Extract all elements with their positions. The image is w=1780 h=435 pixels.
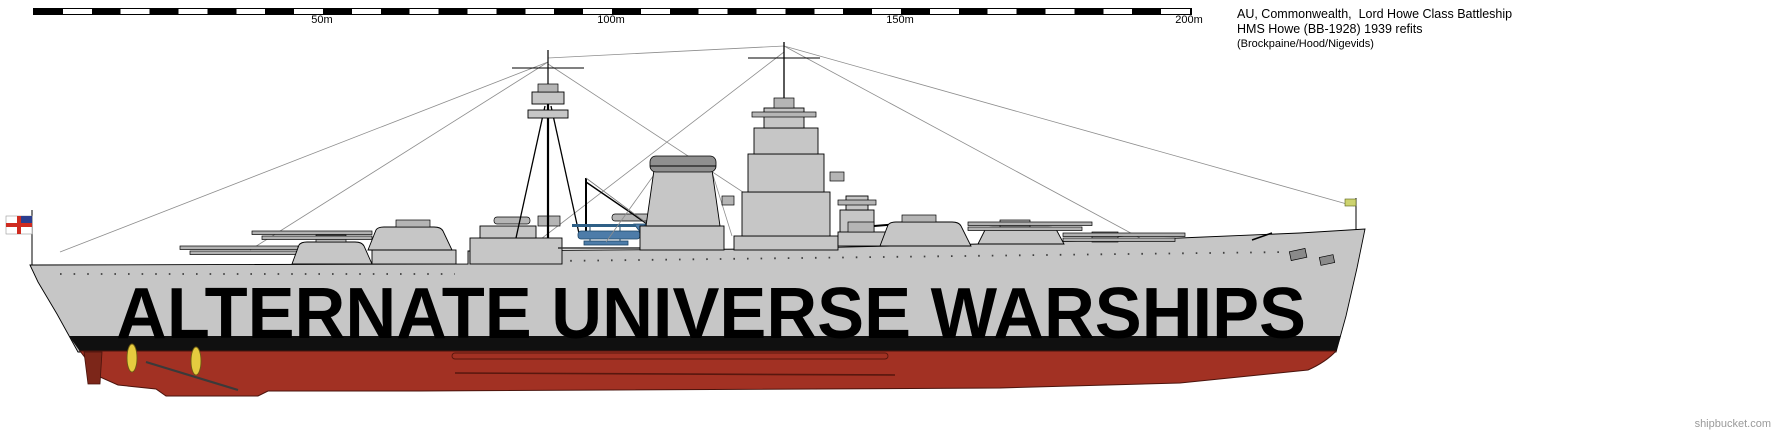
propeller-icon bbox=[126, 343, 138, 373]
scale-label-100m: 100m bbox=[597, 14, 625, 26]
turret-x-barrel bbox=[251, 230, 373, 235]
title-line-ship: HMS Howe (BB-1928) 1939 refits bbox=[1237, 22, 1423, 36]
platform-wing bbox=[829, 171, 845, 182]
keel-strake bbox=[454, 372, 896, 376]
funnel-guy bbox=[605, 171, 657, 243]
aft-upper-house bbox=[479, 225, 537, 239]
turret-x-barrel bbox=[261, 235, 373, 240]
funnel bbox=[605, 155, 733, 251]
anchor-icon bbox=[1288, 248, 1308, 261]
hull-above-water bbox=[29, 228, 1366, 353]
propeller-icon bbox=[190, 346, 202, 376]
spotting-top bbox=[531, 91, 565, 105]
turret-b bbox=[879, 221, 972, 247]
scale-label-50m: 50m bbox=[311, 14, 333, 26]
turret-b-barrel bbox=[967, 221, 1093, 226]
turret-y-barrel bbox=[189, 250, 299, 255]
tower-block bbox=[741, 191, 831, 237]
stern-ensign bbox=[5, 210, 33, 265]
tower-base bbox=[733, 235, 839, 251]
turret-y bbox=[291, 241, 373, 265]
funnel-casing bbox=[639, 225, 725, 251]
propeller-shaft bbox=[145, 360, 239, 392]
aft-turret-group bbox=[179, 219, 457, 265]
funnel-cap bbox=[649, 155, 717, 173]
mast-platform bbox=[527, 109, 569, 119]
turret-x-rangefinder bbox=[395, 219, 431, 228]
title-line-class: AU, Commonwealth, Lord Howe Class Battle… bbox=[1237, 7, 1513, 21]
propellers-and-shafts bbox=[126, 343, 239, 392]
jack-flag-icon bbox=[1344, 198, 1357, 207]
anchor-icon bbox=[1318, 254, 1336, 266]
forward-turret-group bbox=[879, 214, 1186, 247]
tower-block bbox=[747, 153, 825, 193]
aft-deckhouse bbox=[469, 237, 563, 265]
ensign-canton bbox=[21, 216, 32, 223]
rangefinder-arms bbox=[751, 111, 817, 118]
crane-cable bbox=[585, 177, 649, 225]
turret-a-barrel bbox=[1062, 232, 1186, 237]
top-rangefinder bbox=[773, 97, 795, 109]
title-block: AU, Commonwealth, Lord Howe Class Battle… bbox=[1237, 7, 1512, 51]
site-credit: shipbucket.com bbox=[1694, 418, 1771, 430]
bow-fittings bbox=[1251, 198, 1357, 266]
tripod-leg bbox=[515, 105, 546, 239]
scale-label-200m: 200m bbox=[1175, 14, 1203, 26]
ships-boat bbox=[493, 216, 531, 225]
hull bbox=[29, 228, 1366, 397]
seaplane-wing bbox=[572, 224, 636, 227]
turret-y-barrel bbox=[179, 245, 299, 250]
aircraft-crane bbox=[585, 177, 657, 238]
boot-topping-stripe bbox=[69, 336, 1341, 352]
scale-label-150m: 150m bbox=[886, 14, 914, 26]
bridge-block bbox=[753, 127, 819, 155]
director-rangefinder bbox=[837, 199, 877, 206]
title-line-credits: (Brockpaine/Hood/Nigevids) bbox=[1237, 38, 1374, 50]
turret-x-barbette bbox=[371, 249, 457, 265]
turret-a-barrel bbox=[1062, 237, 1176, 242]
ensign-cross-horizontal bbox=[6, 223, 32, 227]
rudder bbox=[83, 351, 103, 385]
funnel-body bbox=[645, 169, 721, 227]
watermark-text: ALTERNATE UNIVERSE WARSHIPS bbox=[116, 274, 1306, 354]
turret-x bbox=[367, 226, 453, 251]
turret-b-rangefinder bbox=[901, 214, 937, 223]
spotting-top-cab bbox=[537, 83, 559, 93]
turret-b-barrel bbox=[967, 226, 1083, 231]
scale-bar bbox=[33, 8, 1192, 15]
crane-boom bbox=[585, 181, 657, 231]
seaplane-floats bbox=[583, 240, 629, 246]
director-tower bbox=[763, 107, 805, 129]
secondary-turret bbox=[1091, 231, 1119, 243]
platform-wing bbox=[721, 195, 735, 206]
bilge-keel bbox=[451, 352, 889, 360]
breakwater bbox=[1251, 232, 1273, 241]
bridge-tower bbox=[721, 42, 845, 251]
tripod-leg bbox=[550, 105, 581, 239]
secondary-turret bbox=[847, 221, 875, 233]
mainmast bbox=[512, 50, 584, 239]
